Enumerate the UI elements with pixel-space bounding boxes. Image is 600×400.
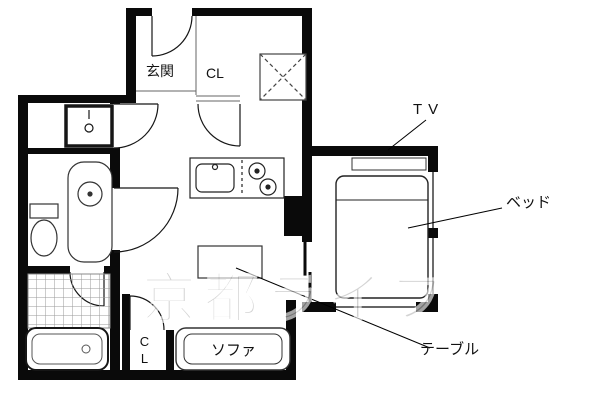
hall-door-arc (197, 103, 241, 147)
toilet-bowl (30, 219, 58, 257)
wall-bedroom-right (428, 146, 438, 312)
closet-bottom-label: CL (137, 334, 152, 368)
wash-basin (64, 104, 114, 148)
tv-leader-line (387, 119, 427, 151)
sofa-label: ソファ (211, 342, 257, 359)
wall-bedroom-top (302, 146, 438, 156)
bed-label: ベッド (506, 194, 552, 211)
closet-door-arc (129, 295, 165, 331)
sofa (175, 327, 291, 371)
wall-left-outer (18, 95, 28, 380)
wash-basin-drain (84, 123, 94, 133)
wall-washroom-top (18, 95, 130, 103)
bed (335, 175, 429, 299)
wall-corridor-2 (110, 148, 120, 188)
wall-hall-right (302, 8, 312, 156)
shaft-box (259, 53, 307, 101)
vanity-sink (67, 161, 113, 263)
wall-entrance-left (126, 8, 136, 103)
sliding-door (303, 242, 312, 306)
bathtub (25, 327, 109, 371)
leader-lines (235, 119, 503, 349)
wall-bath-top-right (104, 266, 120, 274)
washroom-door-arc (113, 103, 159, 149)
bed-frame (335, 175, 429, 299)
kitchen-faucet (211, 163, 219, 171)
tv-label: TV (413, 101, 445, 118)
thin-partitions (136, 16, 240, 102)
wall-corridor-1 (110, 95, 120, 104)
bathtub-inner (31, 333, 103, 365)
sofa-seat (183, 333, 283, 365)
wall-bedroom-divider (302, 146, 312, 242)
wall-toilet-top (18, 148, 114, 154)
living-door-arc (113, 187, 179, 253)
wall-living-right (286, 300, 296, 380)
wall-bottom-outer (18, 370, 296, 380)
table-leader-line (235, 267, 431, 349)
table-label: テーブル (420, 341, 480, 358)
stove-burner-1-dot (254, 168, 260, 174)
windows (336, 172, 438, 312)
vanity-counter (67, 161, 113, 263)
wall-pillar (284, 196, 304, 236)
shaft-diagonal-2 (259, 53, 307, 101)
bed-leader-line (407, 207, 503, 229)
entrance-door-arc (151, 15, 193, 57)
wall-corridor-3 (110, 250, 120, 380)
wall-top-left (126, 8, 152, 16)
wall-closet-right (166, 330, 174, 380)
wall-top-right (192, 8, 312, 16)
kitchen (189, 157, 285, 199)
stove-burner-2-dot (265, 184, 271, 190)
table (197, 245, 263, 279)
entrance-label: 玄関 (146, 63, 174, 79)
tv-board (351, 157, 427, 171)
vanity-drain (87, 191, 93, 197)
wall-closet-left (122, 294, 130, 380)
toilet (29, 203, 59, 257)
bathroom (25, 273, 111, 371)
closet-top-label: CL (206, 65, 224, 81)
wall-bath-top-left (18, 266, 70, 274)
bath-tile-floor (27, 273, 111, 329)
shaft-diagonal-1 (259, 53, 307, 101)
bathtub-drain (81, 344, 91, 354)
toilet-tank (29, 203, 59, 219)
